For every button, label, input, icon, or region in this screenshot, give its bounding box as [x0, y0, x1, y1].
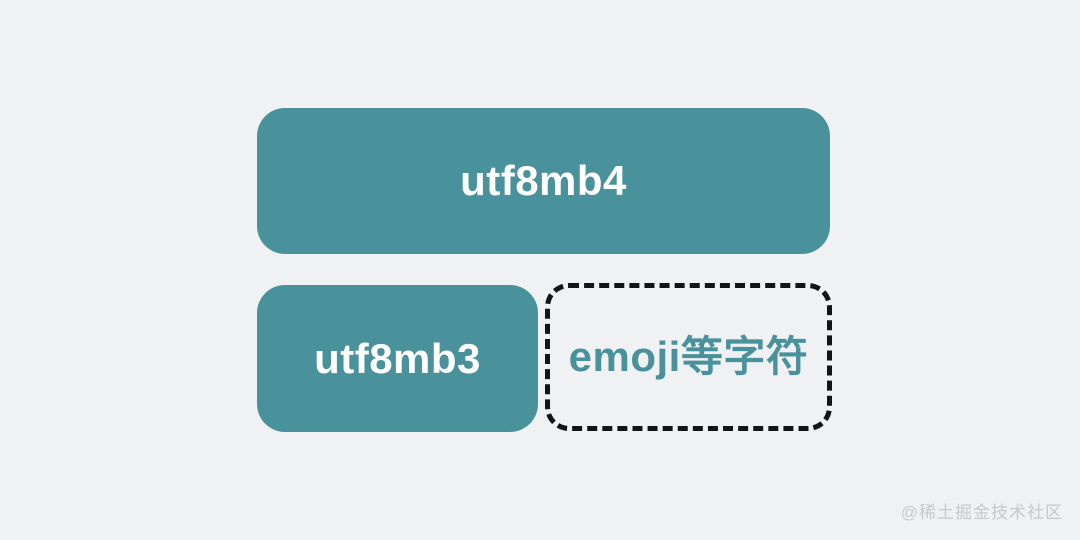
utf8mb3-label: utf8mb3 [314, 334, 481, 382]
emoji-chars-box: emoji等字符 [545, 283, 832, 431]
watermark: @稀土掘金技术社区 [900, 503, 1063, 522]
utf8mb4-label: utf8mb4 [460, 157, 627, 204]
utf8mb4-box: utf8mb4 [257, 108, 830, 254]
utf8mb3-box: utf8mb3 [257, 285, 538, 432]
emoji-chars-label: emoji等字符 [568, 333, 809, 380]
